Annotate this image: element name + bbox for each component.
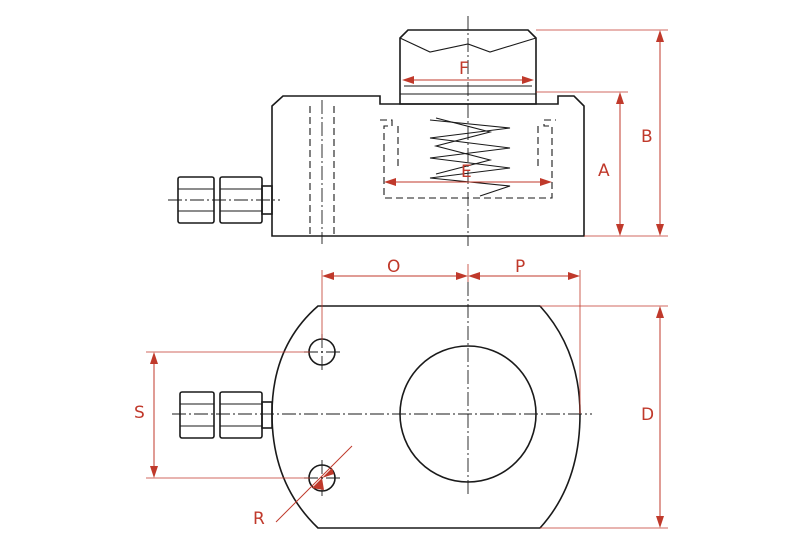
side-view xyxy=(168,16,585,246)
dimension-label-F: F xyxy=(459,59,469,79)
dimension-E: E xyxy=(384,162,552,186)
dimension-S: S xyxy=(134,351,310,479)
return-spring xyxy=(429,119,511,197)
dimension-label-S: S xyxy=(134,403,145,423)
dimension-F: F xyxy=(402,59,534,84)
dimension-P: P xyxy=(468,257,581,414)
top-coupler-nut-outer xyxy=(179,391,215,439)
dimension-B: B xyxy=(536,29,668,237)
dimension-R: R xyxy=(253,445,353,529)
top-coupler-nut-inner xyxy=(219,391,263,439)
dimension-label-E: E xyxy=(461,162,472,182)
dimension-label-D: D xyxy=(641,405,654,425)
top-view xyxy=(172,282,592,529)
dimension-label-O: O xyxy=(387,257,400,277)
dimension-A: A xyxy=(536,91,628,237)
top-coupler-stem xyxy=(261,401,273,429)
return-spring-back xyxy=(433,117,493,175)
dimension-label-B: B xyxy=(641,127,653,147)
base-plate-outline xyxy=(271,305,581,529)
dimension-O: O xyxy=(321,257,469,340)
dimension-label-P: P xyxy=(515,257,525,277)
cylinder-body-outline xyxy=(271,95,585,237)
dimension-label-R: R xyxy=(253,509,265,529)
dimension-label-A: A xyxy=(598,161,610,181)
dimension-D: D xyxy=(540,305,668,529)
